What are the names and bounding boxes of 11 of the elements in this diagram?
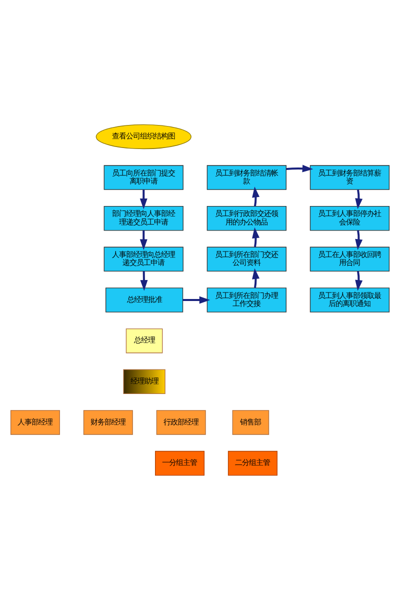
- arrow: [355, 189, 363, 210]
- arrow: [182, 296, 210, 304]
- arrow: [252, 186, 260, 206]
- arrow: [286, 164, 314, 172]
- arrow: [140, 190, 148, 210]
- arrow: [140, 271, 148, 291]
- arrow: [355, 230, 363, 250]
- arrow: [252, 268, 260, 288]
- arrow: [355, 271, 363, 291]
- arrow: [252, 227, 260, 248]
- arrow: [140, 230, 148, 250]
